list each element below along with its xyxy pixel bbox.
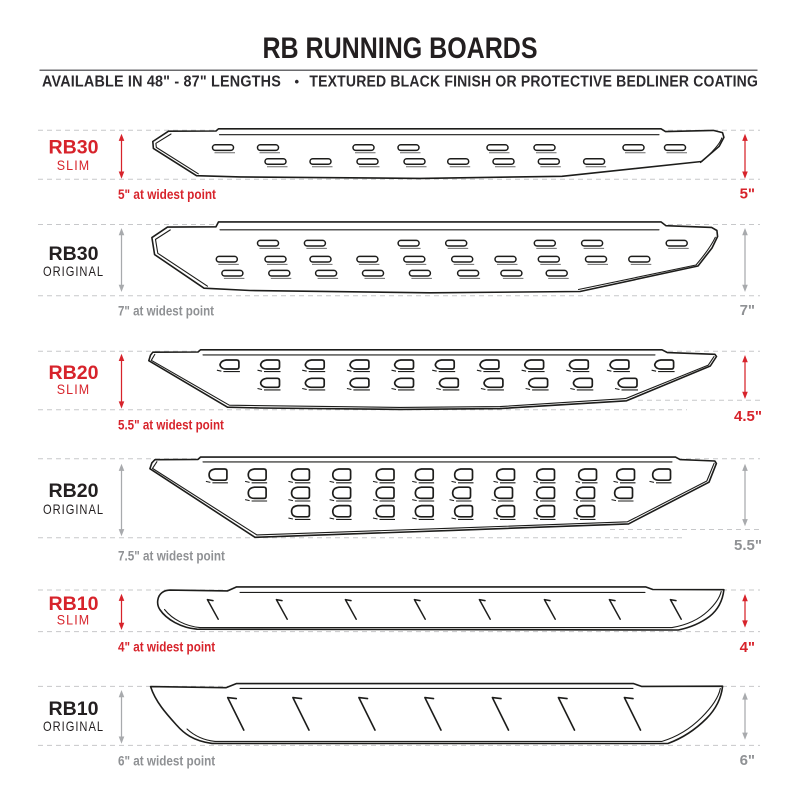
svg-text:4.5": 4.5": [734, 408, 762, 425]
svg-text:ORIGINAL: ORIGINAL: [43, 264, 104, 279]
svg-text:6" at widest point: 6" at widest point: [118, 752, 216, 768]
svg-text:SLIM: SLIM: [57, 612, 91, 628]
svg-text:7": 7": [740, 302, 755, 319]
svg-text:5.5": 5.5": [734, 537, 762, 554]
svg-text:RB10: RB10: [49, 593, 99, 615]
svg-text:7" at widest point: 7" at widest point: [118, 302, 215, 318]
svg-text:5" at widest point: 5" at widest point: [118, 186, 217, 202]
svg-text:RB30: RB30: [49, 137, 99, 159]
svg-text:ORIGINAL: ORIGINAL: [43, 719, 104, 734]
svg-text:SLIM: SLIM: [57, 158, 91, 174]
svg-text:RB10: RB10: [49, 698, 99, 720]
svg-text:4": 4": [740, 639, 755, 656]
svg-text:AVAILABLE IN 48" - 87" LENGTHS: AVAILABLE IN 48" - 87" LENGTHS: [42, 73, 281, 91]
svg-text:ORIGINAL: ORIGINAL: [43, 502, 104, 517]
svg-text:7.5" at widest point: 7.5" at widest point: [118, 547, 226, 563]
svg-text:RB20: RB20: [49, 362, 99, 384]
svg-text:5": 5": [740, 186, 755, 203]
svg-text:TEXTURED BLACK FINISH OR PROTE: TEXTURED BLACK FINISH OR PROTECTIVE BEDL…: [309, 74, 758, 91]
svg-text:•: •: [295, 74, 300, 89]
svg-text:RB20: RB20: [49, 480, 99, 502]
svg-text:6": 6": [740, 752, 755, 769]
svg-text:SLIM: SLIM: [57, 382, 91, 398]
svg-text:5.5" at widest point: 5.5" at widest point: [118, 416, 225, 432]
svg-text:RB30: RB30: [49, 243, 99, 265]
svg-text:RB RUNNING BOARDS: RB RUNNING BOARDS: [262, 31, 537, 65]
svg-text:4" at widest point: 4" at widest point: [118, 638, 216, 654]
